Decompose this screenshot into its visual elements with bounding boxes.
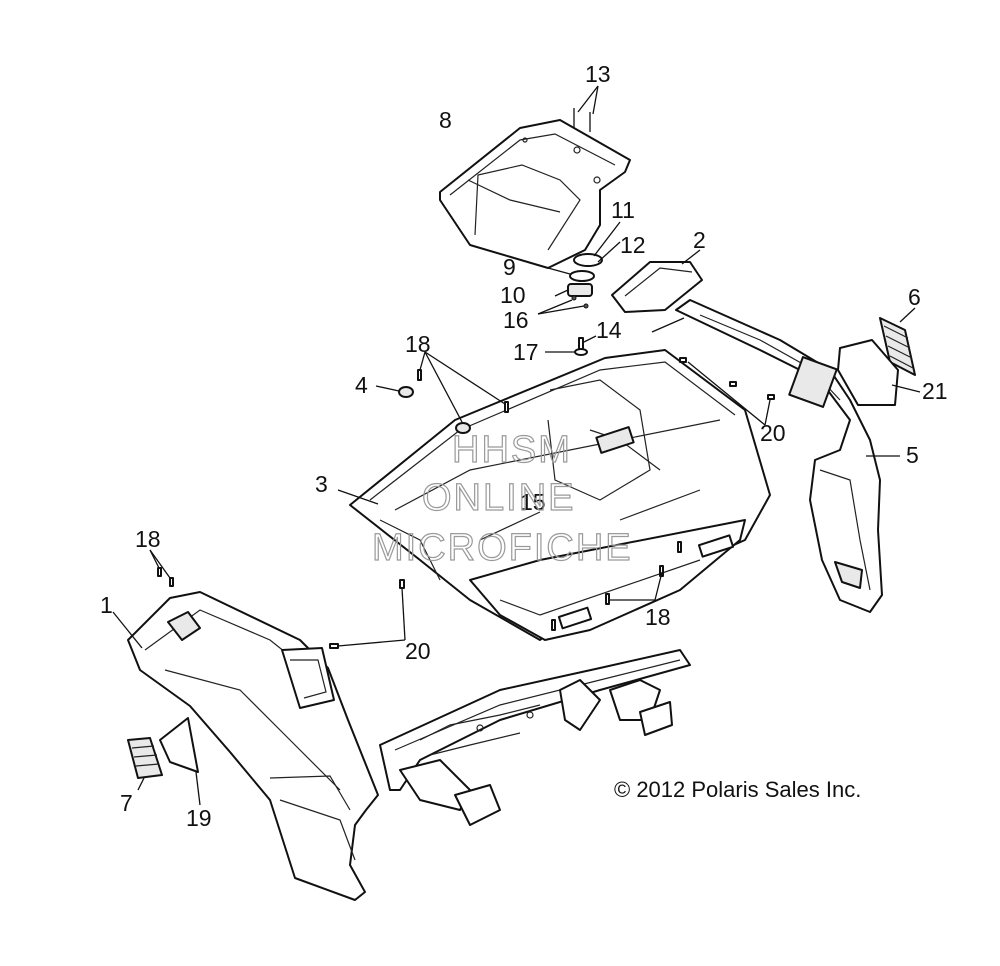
callout-12: 12 (620, 232, 646, 258)
callout-11: 11 (611, 197, 635, 223)
part-18-pins-upper (417, 351, 509, 434)
part-2-bracket (611, 249, 703, 313)
callout-19: 19 (186, 805, 212, 831)
callout-14: 14 (596, 317, 622, 343)
leader-part-3 (337, 489, 379, 505)
callout-10: 10 (500, 282, 526, 308)
callout-20-lower: 20 (405, 638, 431, 664)
callout-16: 16 (503, 307, 529, 333)
callout-15: 15 (520, 489, 546, 515)
part-latch-assembly (537, 221, 621, 315)
part-8-cargo-cover (439, 119, 631, 269)
part-21-foam (837, 339, 921, 406)
callout-18-left: 18 (135, 526, 161, 552)
callout-13: 13 (585, 61, 611, 87)
copyright-notice: © 2012 Polaris Sales Inc. (614, 777, 861, 802)
part-19-foam-left (159, 717, 201, 806)
part-20-clips-lower (329, 579, 406, 649)
callout-5: 5 (906, 442, 919, 468)
watermark-line-3: MICROFICHE (372, 527, 633, 569)
part-14-17-bolt (545, 335, 597, 356)
watermark-line-1: HHSM (452, 429, 572, 471)
callout-6: 6 (908, 284, 921, 310)
watermark: HHSM ONLINE MICROFICHE (371, 428, 633, 569)
part-18-pins-lower (551, 541, 682, 631)
part-15-cargo-box (349, 349, 771, 641)
part-7-grille-left (127, 737, 163, 791)
callout-18-upper: 18 (405, 331, 431, 357)
callout-1: 1 (100, 592, 113, 618)
part-20-clips-right (679, 357, 775, 426)
callout-4: 4 (355, 372, 368, 398)
part-1-left-side-panel (112, 591, 379, 901)
callout-9: 9 (503, 254, 516, 280)
callout-8: 8 (439, 107, 452, 133)
callout-20-right: 20 (760, 420, 786, 446)
callout-3: 3 (315, 471, 328, 497)
callout-7: 7 (120, 790, 133, 816)
callout-labels: 13 8 11 12 2 9 10 16 14 6 17 18 4 21 20 … (100, 61, 948, 831)
part-4-nut (375, 385, 414, 398)
watermark-line-2: ONLINE (422, 477, 575, 519)
part-5-right-side-panel (651, 299, 900, 613)
callout-18-lower: 18 (645, 604, 671, 630)
frame-assembly (379, 649, 691, 826)
callout-17: 17 (513, 339, 539, 365)
part-13-screws (573, 85, 599, 132)
part-6-grille-right (879, 307, 916, 376)
callout-2: 2 (693, 227, 706, 253)
callout-21: 21 (922, 378, 948, 404)
part-18-pins-left (149, 549, 174, 587)
